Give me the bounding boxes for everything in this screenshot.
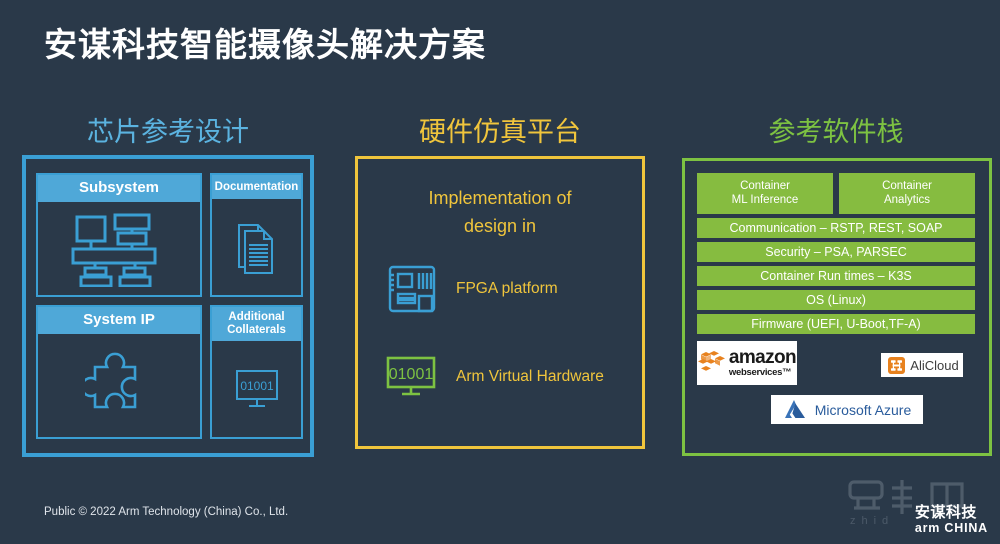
azure-triangle-icon bbox=[784, 400, 805, 418]
fpga-platform-label: FPGA platform bbox=[456, 280, 558, 297]
aws-logo: amazon webservices™ bbox=[697, 341, 797, 385]
stack-box-analytics-line2: Analytics bbox=[883, 194, 931, 207]
alicloud-icon bbox=[888, 356, 906, 374]
card-documentation-body bbox=[212, 199, 301, 295]
binary-text: 01001 bbox=[240, 379, 274, 393]
card-additional-collaterals-title: Additional Collaterals bbox=[212, 307, 301, 341]
fpga-board-icon-wrap bbox=[376, 263, 448, 315]
alicloud-text: AliCloud bbox=[910, 357, 959, 373]
stack-layer-firmware: Firmware (UEFI, U-Boot,TF-A) bbox=[697, 313, 975, 334]
stack-box-analytics-line1: Container bbox=[882, 180, 932, 192]
stack-layer-container-runtimes: Container Run times – K3S bbox=[697, 265, 975, 286]
monitor-binary-icon: 01001 bbox=[235, 370, 278, 407]
fpga-board-icon bbox=[388, 265, 436, 313]
stack-layer-security: Security – PSA, PARSEC bbox=[697, 241, 975, 262]
footer-copyright: Public © 2022 Arm Technology (China) Co.… bbox=[44, 506, 289, 518]
armchina-logo: 安谋科技 arm CHINA bbox=[915, 505, 988, 535]
block-diagram-icon bbox=[71, 213, 157, 287]
implementation-line2: design in bbox=[463, 215, 537, 236]
column-header-chip-design: 芯片参考设计 bbox=[87, 117, 249, 147]
binary-text: 01001 bbox=[389, 366, 434, 383]
page-title: 安谋科技智能摄像头解决方案 bbox=[44, 26, 486, 63]
container-row: Container ML Inference Container Analyti… bbox=[697, 173, 975, 214]
documents-icon bbox=[237, 224, 273, 274]
watermark-text: zhid bbox=[850, 515, 894, 527]
card-additional-collaterals: Additional Collaterals 01001 bbox=[210, 305, 303, 439]
card-subsystem-title: Subsystem bbox=[38, 175, 200, 202]
alicloud-logo: AliCloud bbox=[881, 353, 963, 377]
avh-monitor-icon-wrap: 01001 bbox=[376, 353, 448, 401]
card-additional-collaterals-body: 01001 bbox=[212, 341, 301, 437]
azure-logo: Microsoft Azure bbox=[771, 395, 923, 424]
zhidx-watermark: zhid bbox=[848, 480, 964, 527]
stack-box-ml-inference-line1: Container bbox=[740, 180, 790, 192]
cloud-logos: amazon webservices™ bbox=[693, 339, 983, 449]
card-subsystem-body bbox=[38, 202, 200, 295]
card-system-ip-body bbox=[38, 334, 200, 437]
panel-hardware-platform: Implementation of design in FPGA bbox=[355, 156, 645, 449]
panel-software-stack: Container ML Inference Container Analyti… bbox=[682, 158, 992, 456]
column-header-hardware-platform: 硬件仿真平台 bbox=[419, 117, 581, 147]
armchina-english-text: arm CHINA bbox=[914, 520, 988, 535]
aws-webservices-text: webservices™ bbox=[728, 367, 792, 379]
monitor-binary-icon: 01001 bbox=[386, 356, 436, 396]
azure-text: Microsoft Azure bbox=[814, 401, 912, 418]
card-system-ip-title: System IP bbox=[38, 307, 200, 334]
implementation-text: Implementation of design in bbox=[358, 185, 642, 241]
card-subsystem: Subsystem bbox=[36, 173, 202, 297]
stack-box-analytics: Container Analytics bbox=[839, 173, 975, 214]
arm-virtual-hardware-label: Arm Virtual Hardware bbox=[456, 368, 604, 385]
aws-amazon-text: amazon bbox=[728, 347, 797, 369]
aws-cubes-icon bbox=[697, 351, 725, 371]
panel-chip-design: Subsystem bbox=[22, 155, 314, 457]
stack-box-ml-inference-line2: ML Inference bbox=[731, 194, 799, 207]
item-arm-virtual-hardware: 01001 Arm Virtual Hardware bbox=[376, 349, 628, 405]
column-header-software-stack: 参考软件栈 bbox=[768, 117, 904, 147]
implementation-line1: Implementation of bbox=[428, 188, 572, 208]
puzzle-piece-icon bbox=[85, 352, 137, 408]
software-stack-list: Container ML Inference Container Analyti… bbox=[697, 173, 975, 338]
card-system-ip: System IP bbox=[36, 305, 202, 439]
item-fpga-platform: FPGA platform bbox=[376, 259, 628, 319]
armchina-chinese-text: 安谋科技 bbox=[914, 503, 977, 521]
stack-layer-os: OS (Linux) bbox=[697, 289, 975, 310]
stack-box-ml-inference: Container ML Inference bbox=[697, 173, 833, 214]
aws-wordmark: amazon webservices™ bbox=[728, 347, 797, 379]
card-documentation: Documentation bbox=[210, 173, 303, 297]
card-documentation-title: Documentation bbox=[212, 175, 301, 199]
stack-layer-communication: Communication – RSTP, REST, SOAP bbox=[697, 217, 975, 238]
